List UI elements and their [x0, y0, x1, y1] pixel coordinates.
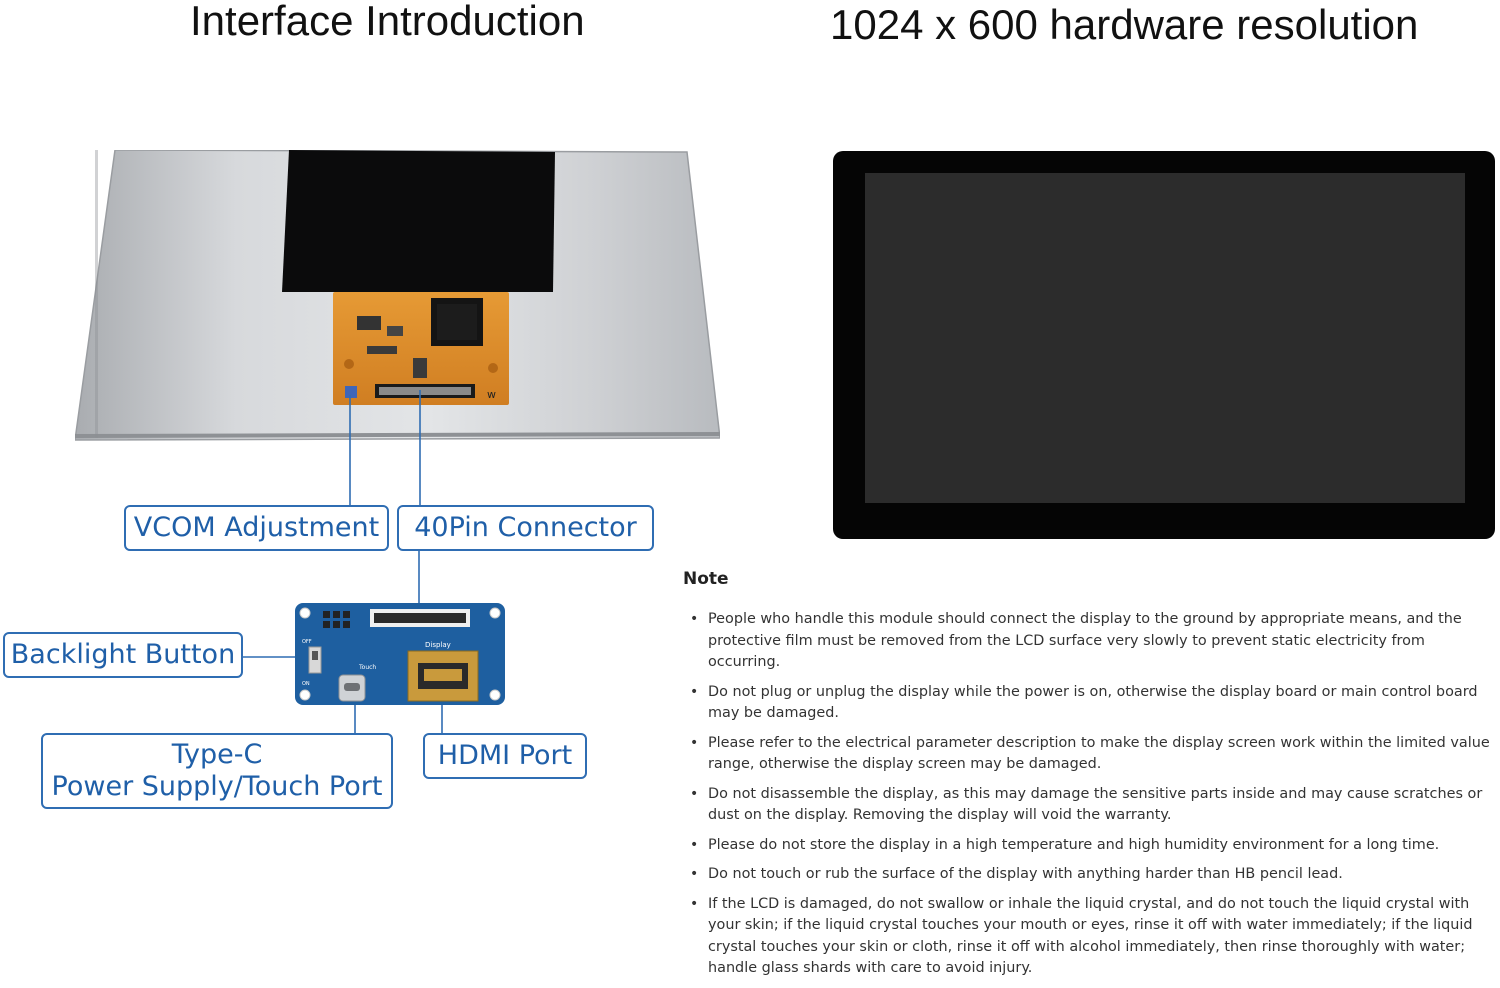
note-text: Please do not store the display in a hig…	[708, 836, 1440, 853]
40pin-connector-callout: 40Pin Connector	[397, 505, 654, 551]
note-text: Do not touch or rub the surface of the d…	[708, 866, 1343, 882]
display-label: Display	[425, 641, 451, 649]
note-list: • People who handle this module should co…	[683, 609, 1500, 988]
hdmi-port-callout: HDMI Port	[423, 733, 587, 779]
vcom-adjustment-callout: VCOM Adjustment	[124, 505, 389, 551]
note-text: Do not plug or unplug the display while …	[708, 683, 1478, 722]
interface-intro-title: Interface Introduction	[190, 0, 585, 44]
bullet-icon: •	[690, 895, 699, 912]
typec-port-callout: Type-C Power Supply/Touch Port	[41, 733, 393, 809]
adapter-board-image: OFF ON Touch Display	[295, 603, 505, 705]
list-item: • Do not disassemble the display, as this…	[683, 784, 1500, 827]
note-text: If the LCD is damaged, do not swallow or…	[708, 895, 1473, 977]
bullet-icon: •	[690, 611, 699, 627]
resolution-title: 1024 x 600 hardware resolution	[830, 1, 1419, 48]
note-heading: Note	[683, 569, 729, 589]
list-item: • Do not touch or rub the surface of the …	[683, 864, 1500, 886]
display-front-image	[833, 151, 1495, 539]
bullet-icon: •	[690, 785, 699, 802]
svg-text:w: w	[487, 388, 496, 401]
note-text: Do not disassemble the display, as this …	[708, 785, 1483, 824]
list-item: • Do not plug or unplug the display while…	[683, 682, 1500, 725]
bullet-icon: •	[690, 866, 699, 882]
list-item: • Please do not store the display in a hi…	[683, 835, 1500, 857]
note-text: People who handle this module should con…	[708, 611, 1462, 670]
typec-callout-line2: Power Supply/Touch Port	[51, 771, 383, 802]
lcd-back-panel-image: w	[75, 150, 720, 441]
typec-callout-line1: Type-C	[171, 738, 263, 770]
touch-label: Touch	[358, 664, 376, 671]
backlight-button-callout: Backlight Button	[3, 632, 243, 678]
backlight-off-label: OFF	[302, 639, 312, 645]
list-item: • People who handle this module should co…	[683, 609, 1500, 674]
list-item: • Please refer to the electrical paramete…	[683, 733, 1500, 776]
backlight-on-label: ON	[302, 681, 310, 687]
bullet-icon: •	[690, 734, 699, 751]
bullet-icon: •	[690, 836, 699, 853]
bullet-icon: •	[690, 683, 699, 700]
list-item: • If the LCD is damaged, do not swallow o…	[683, 894, 1500, 980]
note-text: Please refer to the electrical parameter…	[708, 734, 1490, 773]
